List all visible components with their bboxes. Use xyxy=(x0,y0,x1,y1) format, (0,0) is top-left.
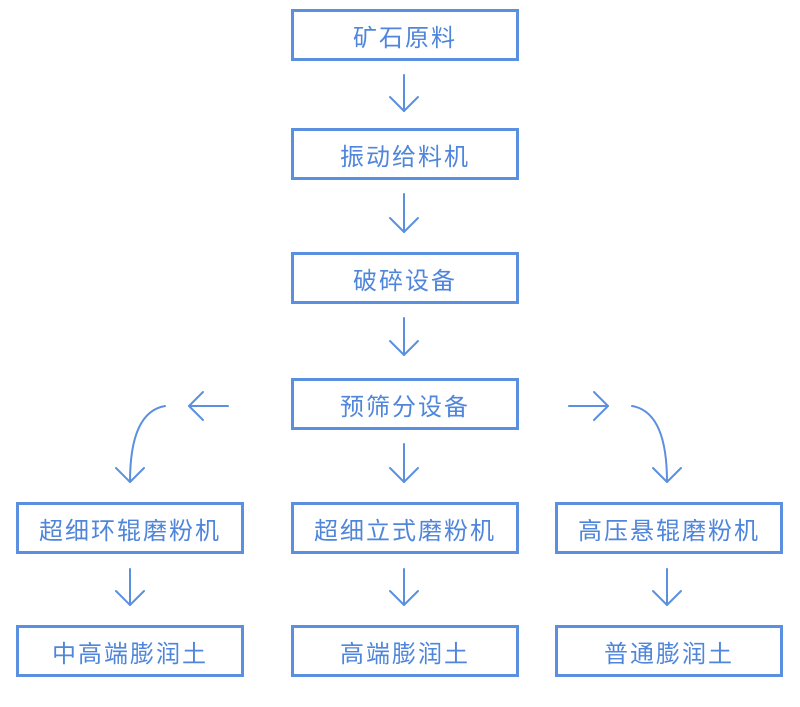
node-ore: 矿石原料 xyxy=(291,9,519,61)
node-right-mill: 高压悬辊磨粉机 xyxy=(555,502,783,554)
node-left-product: 中高端膨润土 xyxy=(16,625,244,677)
arrow-screen-to-center-mill xyxy=(389,443,419,483)
node-center-mill: 超细立式磨粉机 xyxy=(291,502,519,554)
node-left-mill: 超细环辊磨粉机 xyxy=(16,502,244,554)
node-right-product: 普通膨润土 xyxy=(555,625,783,677)
arrow-right-mill-to-product xyxy=(652,568,682,606)
arrow-left-mill-to-product xyxy=(115,568,145,606)
arrow-screen-to-left xyxy=(188,391,229,421)
arrow-curve-to-left-mill xyxy=(115,405,166,483)
node-crusher: 破碎设备 xyxy=(291,252,519,304)
node-feeder: 振动给料机 xyxy=(291,128,519,180)
arrow-screen-to-right xyxy=(568,391,609,421)
arrow-center-mill-to-product xyxy=(389,568,419,606)
arrow-curve-to-right-mill xyxy=(631,405,682,483)
arrow-ore-to-feeder xyxy=(389,74,419,112)
arrow-crusher-to-screen xyxy=(389,317,419,356)
node-center-product: 高端膨润土 xyxy=(291,625,519,677)
arrow-feeder-to-crusher xyxy=(389,193,419,233)
node-screen: 预筛分设备 xyxy=(291,378,519,430)
